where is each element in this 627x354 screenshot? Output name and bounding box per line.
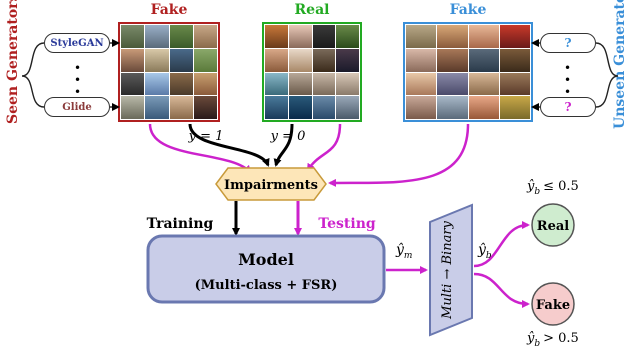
unseen-testing-arrow (328, 123, 470, 187)
real-title: Real (294, 2, 330, 18)
y-m-hat-label: ŷm (395, 241, 412, 261)
seen-generators-bracket (21, 42, 45, 108)
fake-to-impairments-arrow (188, 123, 270, 167)
real-node-label: Real (537, 219, 569, 234)
impairments-box (215, 167, 327, 201)
seen-fake-image-grid (118, 22, 220, 122)
ellipsis-dots: ••• (564, 61, 572, 99)
seen-fake-title: Fake (150, 2, 188, 18)
glide-generator-pill: Glide (44, 97, 110, 117)
y-fake-label: y = 1 (188, 129, 224, 144)
y-real-label: y = 0 (270, 129, 306, 144)
real-to-impairments-arrow (273, 123, 294, 167)
fake-node (531, 282, 575, 326)
fake-node-label: Fake (536, 298, 570, 313)
fake-condition: ŷb> 0.5 (526, 331, 579, 349)
impairments-label: Impairments (224, 178, 318, 193)
model-box (146, 234, 386, 304)
real-image-grid (262, 22, 362, 122)
fake-testing-arrow (148, 123, 252, 174)
to-real-arrow (473, 221, 530, 268)
model-subtitle: (Multi-class + FSR) (195, 278, 338, 293)
ellipsis-dots: ••• (74, 61, 82, 99)
converter-label: Multi → Binary (440, 220, 455, 319)
multi-to-binary-converter (429, 203, 473, 337)
y-b-hat-label: ŷb (477, 241, 492, 261)
unseen-fake-image-grid (403, 22, 533, 122)
testing-label: Testing (318, 216, 376, 232)
unknown-generator-pill-top: ? (540, 33, 596, 53)
stylegan-generator-pill: StyleGAN (44, 33, 110, 53)
unknown-generator-pill-bottom: ? (540, 97, 596, 117)
real-node (531, 203, 575, 247)
training-label: Training (147, 216, 214, 232)
real-testing-arrow (306, 123, 342, 172)
real-condition: ŷb≤ 0.5 (526, 179, 579, 197)
unseen-fake-title: Fake (449, 2, 487, 18)
to-fake-arrow (473, 272, 530, 308)
model-title: Model (238, 250, 294, 269)
unseen-generators-bracket (595, 42, 619, 108)
